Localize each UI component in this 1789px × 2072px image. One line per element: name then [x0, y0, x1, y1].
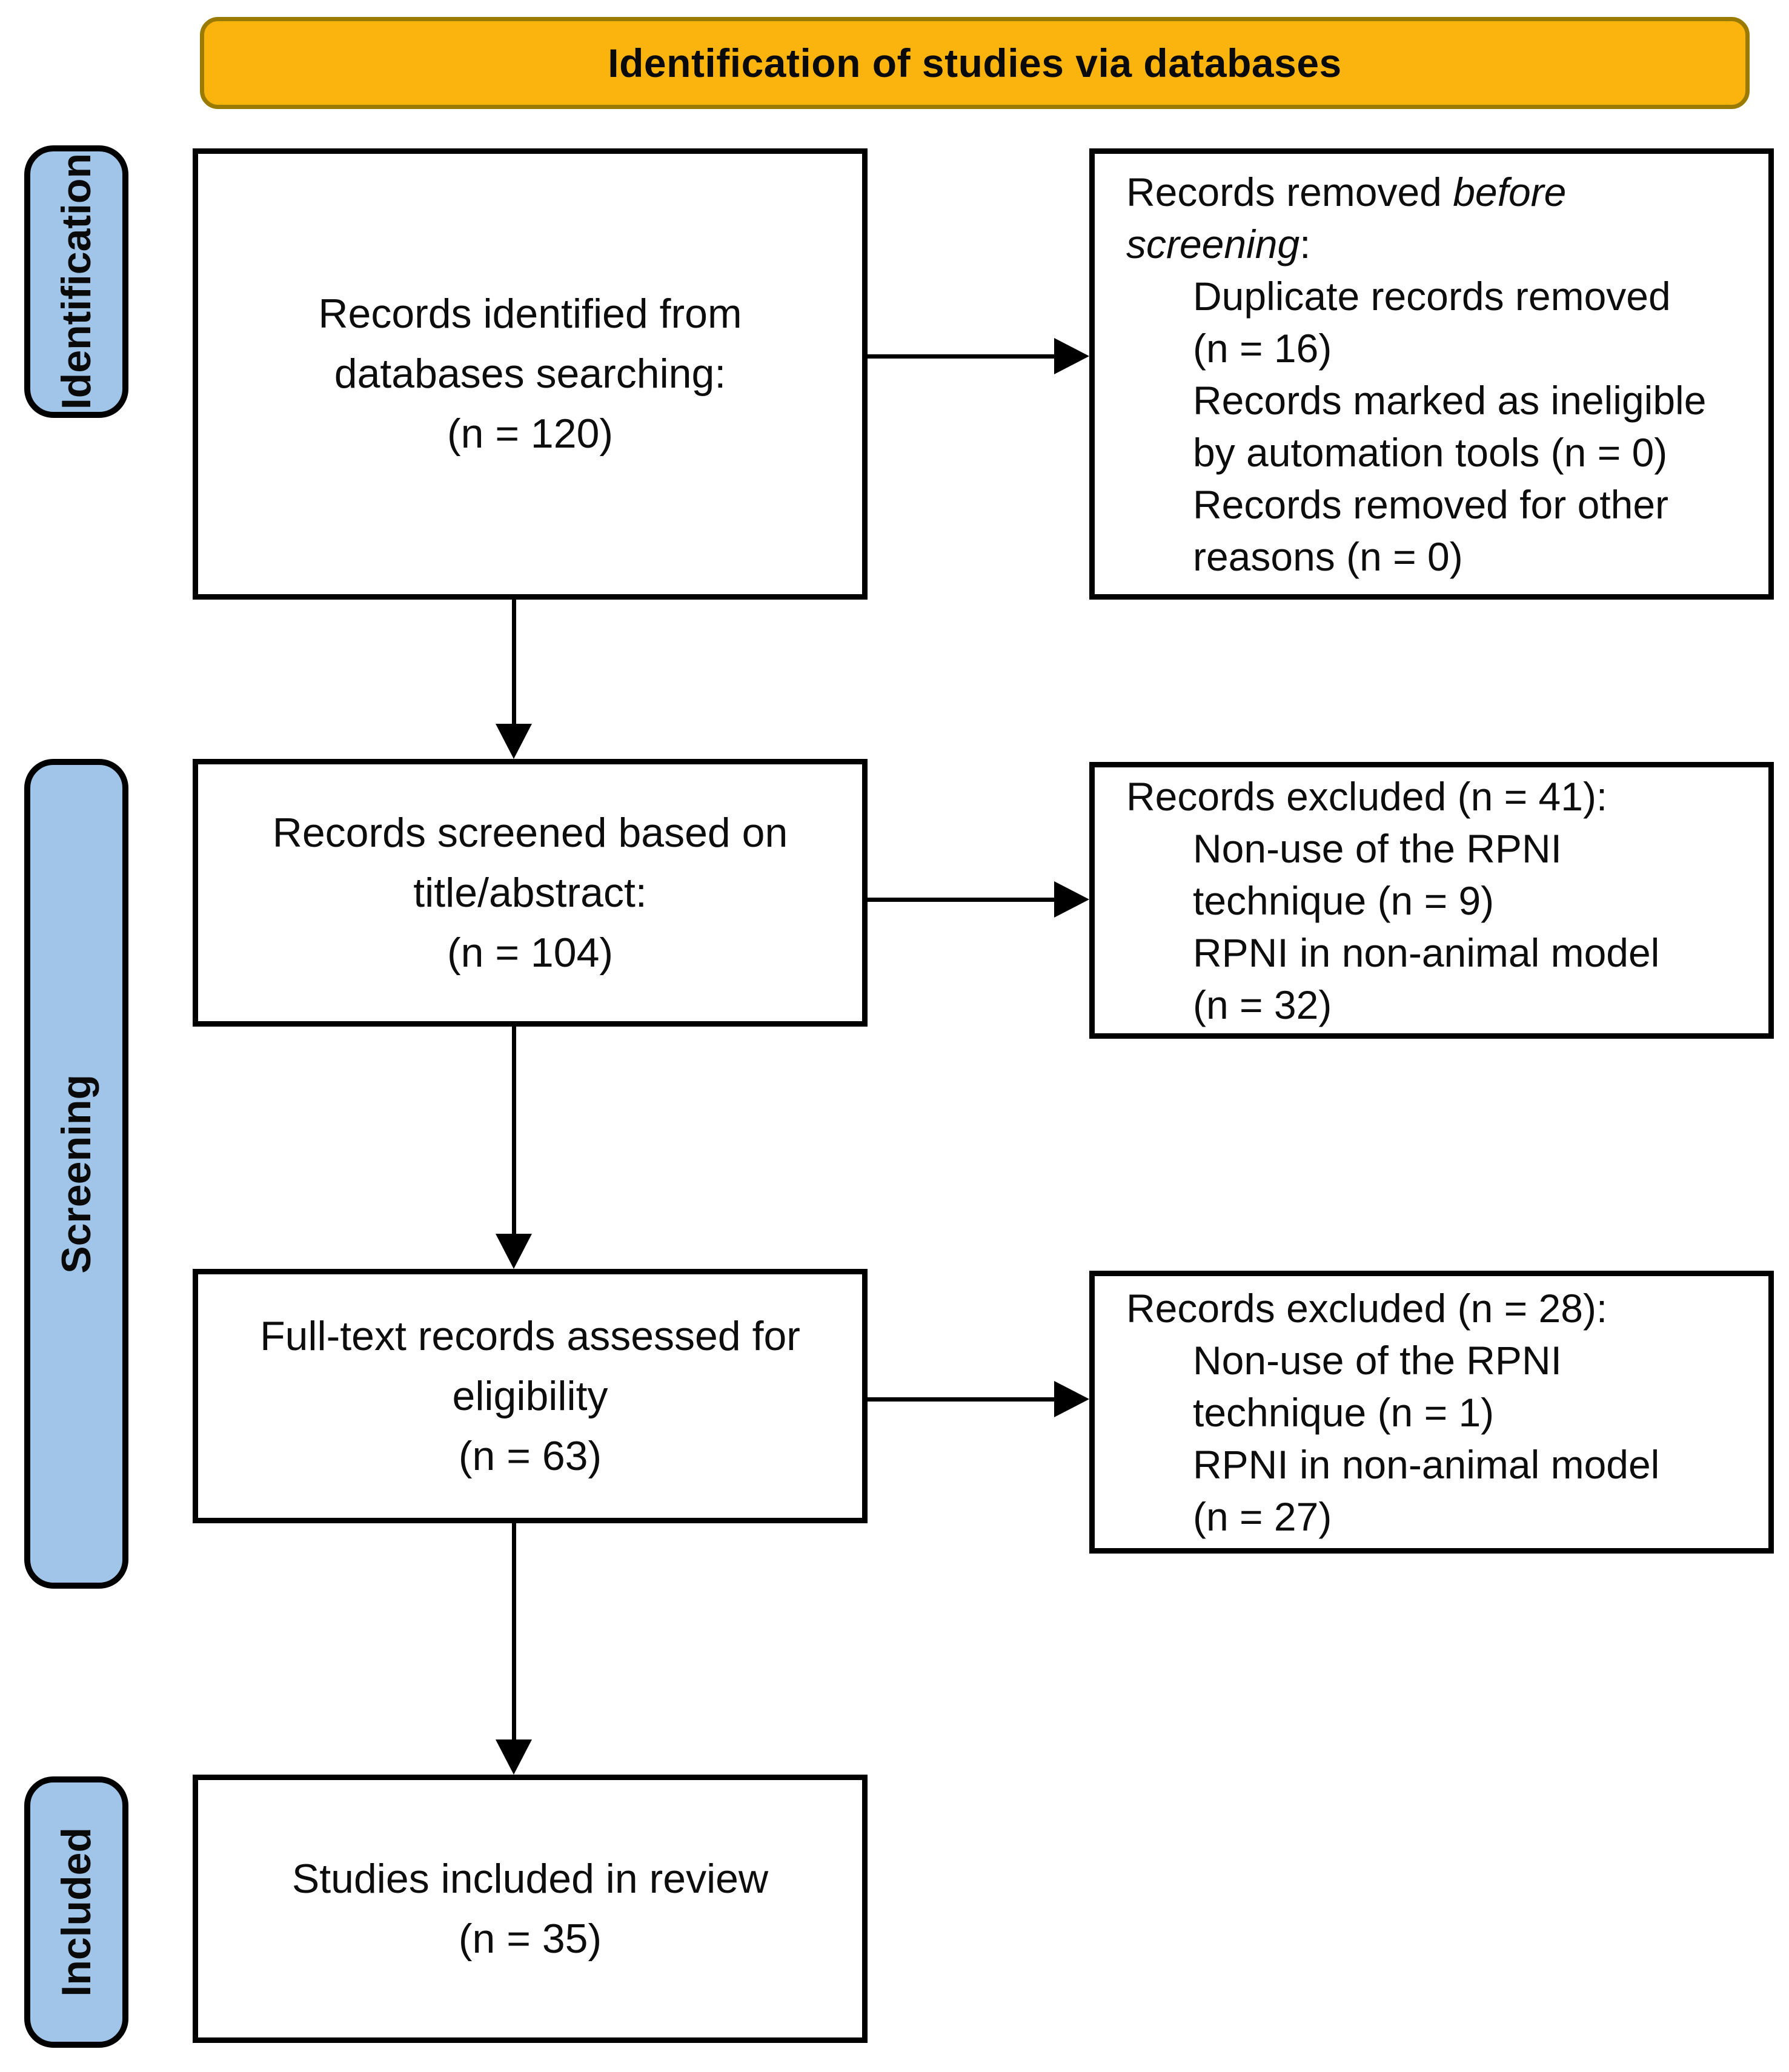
- box-records-removed-item-line: (n = 16): [1193, 325, 1332, 371]
- banner: Identification of studies via databases: [200, 17, 1750, 109]
- arrow-fulltext-to-excluded-head-icon: [1054, 1381, 1089, 1417]
- box-fulltext-assessed: Full-text records assessed for eligibili…: [193, 1269, 868, 1523]
- box-records-screened: Records screened based on title/abstract…: [193, 759, 868, 1027]
- box-records-identified-line1: Records identified from: [318, 291, 742, 337]
- box-records-removed-line1-normal: Records removed: [1126, 169, 1453, 214]
- box-records-screened-line2: title/abstract:: [413, 869, 647, 916]
- arrow-fulltext-to-excluded-shaft: [868, 1397, 1055, 1402]
- arrow-identified-to-screened-head-icon: [496, 724, 532, 759]
- box-records-excluded-screening-title: Records excluded (n = 41):: [1126, 773, 1608, 819]
- box-records-identified-line3: (n = 120): [446, 411, 614, 457]
- box-records-excluded-screening-item-line: (n = 32): [1193, 982, 1332, 1027]
- box-records-excluded-eligibility-title: Records excluded (n = 28):: [1126, 1285, 1608, 1331]
- arrow-identified-to-removed-head-icon: [1054, 338, 1089, 374]
- box-records-screened-line3: (n = 104): [446, 929, 614, 976]
- box-fulltext-assessed-line3: (n = 63): [458, 1432, 602, 1479]
- box-records-excluded-eligibility-item-line: Non-use of the RPNI: [1193, 1337, 1562, 1383]
- box-studies-included: Studies included in review (n = 35): [193, 1775, 868, 2043]
- box-records-removed-item-line: reasons (n = 0): [1193, 534, 1463, 579]
- arrow-fulltext-to-included-head-icon: [496, 1739, 532, 1775]
- box-records-removed-line1: Records removed before: [1126, 166, 1737, 218]
- arrow-screened-to-fulltext-shaft: [512, 1027, 516, 1235]
- box-records-removed-item-line: Records removed for other: [1193, 482, 1669, 527]
- box-records-removed-line2-italic: screening: [1126, 221, 1300, 266]
- box-studies-included-line1: Studies included in review: [291, 1855, 769, 1902]
- box-records-removed-item-line: Duplicate records removed: [1193, 273, 1671, 319]
- box-records-removed-item-line: Records marked as ineligible: [1193, 377, 1707, 423]
- box-records-excluded-screening-item-line: technique (n = 9): [1193, 878, 1495, 923]
- box-records-excluded-eligibility-item-line: technique (n = 1): [1193, 1389, 1495, 1435]
- banner-title: Identification of studies via databases: [608, 41, 1342, 85]
- box-records-excluded-screening-item-line: Non-use of the RPNI: [1193, 826, 1562, 871]
- box-records-removed-line2-normal: :: [1299, 221, 1311, 266]
- box-records-removed: Records removed before screening: Duplic…: [1089, 148, 1774, 600]
- stage-label-screening-text: Screening: [53, 1074, 99, 1274]
- box-records-excluded-eligibility-item-line: (n = 27): [1193, 1494, 1332, 1539]
- arrow-screened-to-excluded-head-icon: [1054, 881, 1089, 918]
- box-records-excluded-eligibility: Records excluded (n = 28): Non-use of th…: [1089, 1271, 1774, 1554]
- stage-label-included: Included: [24, 1776, 128, 2048]
- stage-label-screening: Screening: [24, 759, 128, 1589]
- stage-label-identification-text: Identification: [53, 153, 99, 410]
- box-records-identified-line2: databases searching:: [334, 351, 726, 397]
- arrow-identified-to-removed-shaft: [868, 354, 1055, 359]
- box-records-identified: Records identified from databases search…: [193, 148, 868, 600]
- box-fulltext-assessed-line2: eligibility: [452, 1372, 608, 1419]
- box-records-screened-line1: Records screened based on: [272, 809, 788, 856]
- arrow-screened-to-excluded-shaft: [868, 898, 1055, 902]
- box-fulltext-assessed-line1: Full-text records assessed for: [260, 1312, 800, 1359]
- stage-label-included-text: Included: [53, 1827, 99, 1997]
- arrow-screened-to-fulltext-head-icon: [496, 1234, 532, 1269]
- arrow-fulltext-to-included-shaft: [512, 1523, 516, 1741]
- box-records-removed-item-line: by automation tools (n = 0): [1193, 429, 1668, 475]
- box-records-excluded-screening: Records excluded (n = 41): Non-use of th…: [1089, 762, 1774, 1039]
- box-records-removed-line1-italic: before: [1453, 169, 1567, 214]
- box-records-excluded-screening-item-line: RPNI in non-animal model: [1193, 930, 1660, 975]
- stage-label-identification: Identification: [24, 145, 128, 418]
- arrow-identified-to-screened-shaft: [512, 600, 516, 725]
- box-records-excluded-eligibility-item-line: RPNI in non-animal model: [1193, 1441, 1660, 1487]
- box-records-removed-line2: screening:: [1126, 218, 1737, 270]
- box-studies-included-line2: (n = 35): [458, 1915, 602, 1962]
